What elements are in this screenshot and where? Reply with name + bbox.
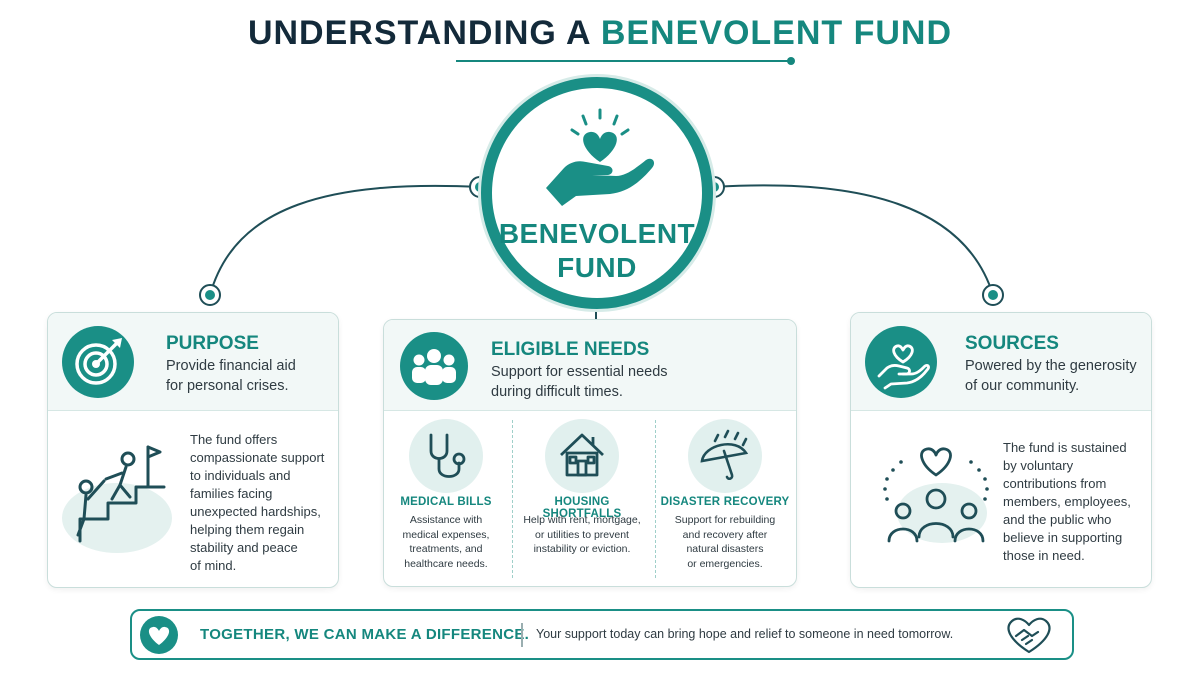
needs-divider [655, 420, 656, 578]
purpose-body-line: helping them regain [190, 522, 305, 537]
need-desc-line: or emergencies. [687, 557, 763, 570]
house-icon [560, 433, 604, 477]
stethoscope-icon [429, 433, 466, 478]
title-underline-dot [787, 57, 795, 65]
need-desc-line: Help with rent, mortgage, [523, 514, 641, 526]
people-group-icon [412, 349, 456, 385]
sources-body-line: The fund is sustained [1003, 440, 1127, 455]
sources-body: The fund is sustained by voluntary contr… [1003, 439, 1131, 565]
sources-title: SOURCES [965, 333, 1059, 354]
need-desc-line: natural disasters [686, 543, 764, 555]
eligible-needs-subtitle-line-1: Support for essential needs [491, 364, 668, 380]
connector-node-purpose [199, 284, 221, 306]
helping-climb-icon [76, 445, 166, 543]
medical-bills-title: MEDICAL BILLS [400, 496, 492, 508]
title-part-2: BENEVOLENT FUND [600, 14, 953, 52]
umbrella-rain-icon [700, 429, 749, 481]
housing-shortfalls-title: HOUSING SHORTFALLS [542, 496, 622, 520]
purpose-body: The fund offers compassionate support to… [190, 431, 324, 575]
eligible-needs-card-header [384, 320, 796, 411]
purpose-body-line: families facing [190, 486, 273, 501]
purpose-body-line: stability and peace [190, 540, 298, 555]
need-desc-line: medical expenses, [402, 528, 490, 541]
disaster-recovery-icon-circle [688, 419, 762, 493]
purpose-body-line: compassionate support [190, 450, 325, 465]
community-heart-icon [883, 447, 989, 543]
need-desc-line: or utilities to prevent [535, 528, 629, 541]
housing-shortfalls-desc: Help with rent, mortgage, or utilities t… [514, 513, 650, 557]
hand-heart-icon [546, 108, 655, 206]
title-underline [456, 60, 790, 62]
footer-slogan: TOGETHER, WE CAN MAKE A DIFFERENCE. [200, 626, 530, 643]
purpose-card: PURPOSE Provide financial aid for person… [47, 312, 339, 588]
eligible-needs-title: ELIGIBLE NEEDS [491, 339, 650, 360]
sources-subtitle-line-1: Powered by the generosity [965, 358, 1137, 374]
hub-label-line-2: FUND [557, 252, 637, 283]
sources-body-line: those in need. [1003, 548, 1085, 563]
disaster-recovery-title: DISASTER RECOVERY [660, 496, 790, 508]
purpose-title: PURPOSE [166, 333, 259, 354]
purpose-body-line: unexpected hardships, [190, 504, 321, 519]
need-desc-line: and recovery after [682, 528, 768, 541]
need-desc-line: Assistance with [409, 514, 483, 526]
need-desc-line: treatments, and [409, 543, 483, 555]
sources-card: SOURCES Powered by the generosity of our… [850, 312, 1152, 588]
purpose-body-line: of mind. [190, 558, 237, 573]
sources-icon-circle [865, 326, 937, 398]
eligible-needs-subtitle: Support for essential needs during diffi… [491, 362, 668, 402]
sources-body-line: members, employees, [1003, 494, 1131, 509]
needs-divider [512, 420, 513, 578]
footer-banner: TOGETHER, WE CAN MAKE A DIFFERENCE. Your… [130, 609, 1074, 660]
footer-divider [521, 623, 523, 647]
target-icon [75, 338, 122, 385]
sources-body-line: and the public who [1003, 512, 1112, 527]
purpose-icon-circle [62, 326, 134, 398]
purpose-body-line: The fund offers [190, 432, 278, 447]
need-desc-line: healthcare needs. [404, 557, 488, 570]
page-title: UNDERSTANDING A BENEVOLENT FUND [0, 14, 1200, 53]
benevolent-fund-hub: BENEVOLENT FUND [481, 77, 713, 309]
sources-subtitle-line-2: of our community. [965, 378, 1080, 394]
purpose-subtitle-line-1: Provide financial aid [166, 358, 296, 374]
need-desc-line: Support for rebuilding [674, 514, 776, 526]
need-desc-line: instability or eviction. [533, 543, 631, 555]
disaster-recovery-desc: Support for rebuilding and recovery afte… [657, 513, 793, 571]
eligible-needs-subtitle-line-2: during difficult times. [491, 384, 623, 400]
medical-bills-icon-circle [409, 419, 483, 493]
eligible-needs-icon-circle [400, 332, 468, 400]
title-part-1: UNDERSTANDING A [247, 14, 591, 52]
sources-subtitle: Powered by the generosity of our communi… [965, 356, 1137, 396]
hub-label-line-1: BENEVOLENT [498, 218, 696, 249]
purpose-body-line: to individuals and [190, 468, 291, 483]
footer-heart-circle [140, 616, 178, 654]
housing-shortfalls-icon-circle [545, 419, 619, 493]
connector-node-sources [982, 284, 1004, 306]
eligible-needs-card: ELIGIBLE NEEDS Support for essential nee… [383, 319, 797, 587]
handshake-heart-icon [1007, 617, 1051, 654]
purpose-subtitle: Provide financial aid for personal crise… [166, 356, 296, 396]
sources-body-line: by voluntary [1003, 458, 1074, 473]
sources-body-line: believe in supporting [1003, 530, 1123, 545]
sources-body-line: contributions from [1003, 476, 1107, 491]
hand-heart-icon [877, 344, 930, 390]
footer-message: Your support today can bring hope and re… [536, 627, 954, 641]
heart-icon [148, 626, 170, 645]
purpose-subtitle-line-2: for personal crises. [166, 378, 289, 394]
medical-bills-desc: Assistance with medical expenses, treatm… [384, 513, 514, 571]
